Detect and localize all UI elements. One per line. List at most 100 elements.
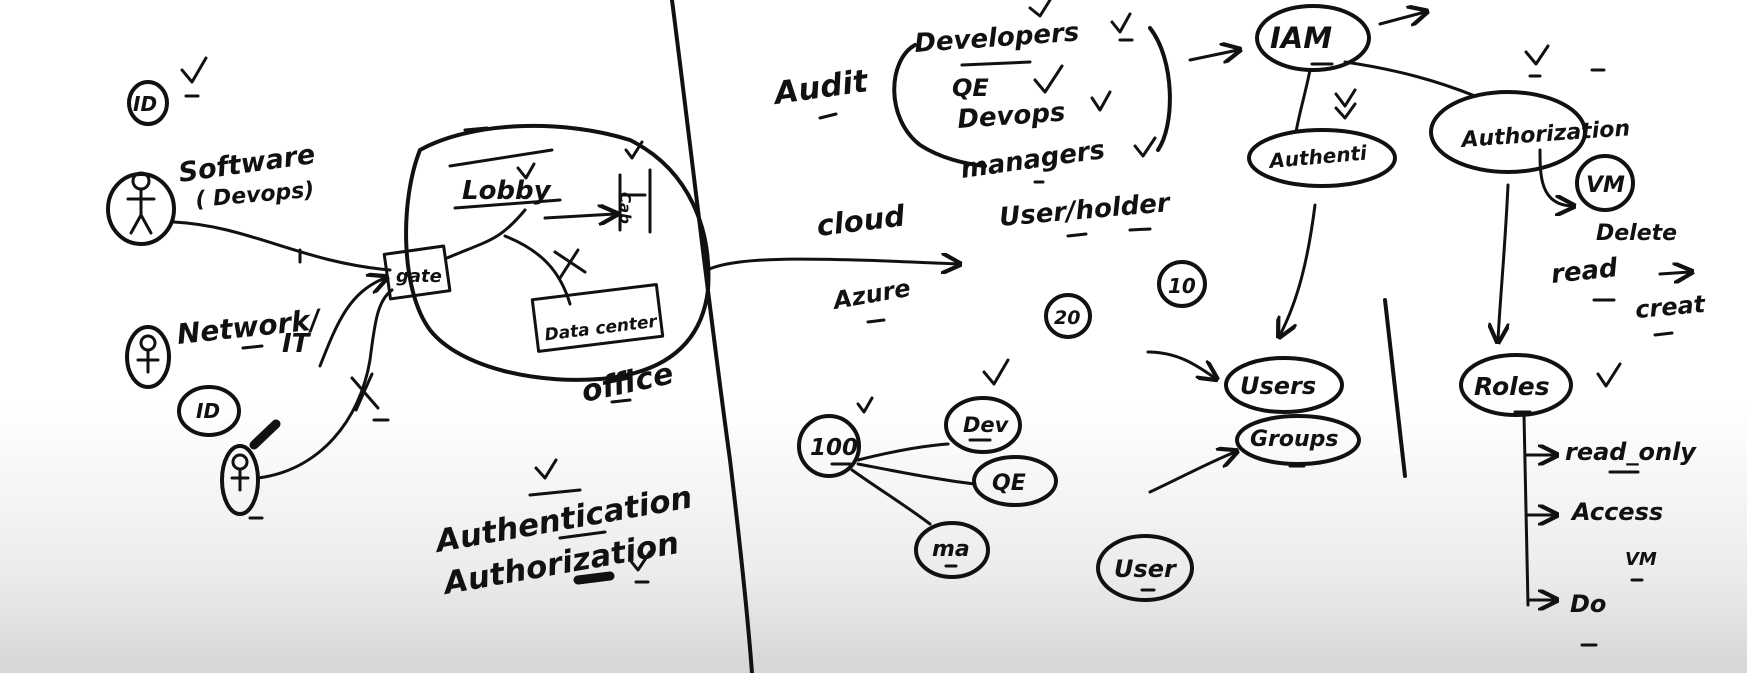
pen-stroke-mark: [249, 419, 281, 450]
iam-to-authorization-line: [1343, 60, 1477, 98]
audit-label: Audit: [769, 63, 871, 112]
authentication-bubble-label: Authenti: [1266, 140, 1369, 173]
checkmark-icon: [1596, 362, 1622, 388]
blocked-cross-mark: [350, 372, 380, 412]
into-users-arrow: [1146, 350, 1215, 378]
delete-label: Delete: [1596, 221, 1677, 246]
gate-to-lobby-line: [445, 208, 527, 260]
groups-label: Groups: [1250, 427, 1339, 452]
count-20-label: 20: [1054, 307, 1080, 329]
dash-mark: [463, 126, 489, 132]
third-person-circle: [220, 444, 260, 516]
groups-bubble: [1235, 414, 1361, 466]
dash-mark: [1653, 331, 1674, 337]
vm-bubble: [1575, 154, 1635, 212]
access-label: Access: [1570, 498, 1663, 526]
cloud-label: cloud: [815, 198, 907, 243]
managers-label: managers: [959, 135, 1107, 185]
it-label: IT: [282, 329, 312, 359]
stick-figure-icon: [126, 171, 156, 235]
read-only-label: read_only: [1565, 438, 1697, 466]
software-to-gate-line: [172, 220, 392, 272]
count-bubble-10: [1157, 260, 1207, 308]
100-to-qe-line: [856, 462, 977, 486]
checkmark-icon: [624, 140, 644, 160]
checkmark-icon: [1028, 0, 1052, 18]
gate-label: gate: [396, 266, 442, 287]
users-bubble: [1224, 356, 1344, 414]
developers-label: Developers: [913, 18, 1080, 59]
lobby-underline: [453, 198, 562, 210]
cabin-box: [618, 168, 652, 234]
office-boundary: [404, 123, 711, 382]
group-to-iam-arrow: [1188, 50, 1238, 60]
read-label: read: [1550, 253, 1620, 290]
authorization-underline: [558, 530, 607, 540]
roles-label: Roles: [1474, 372, 1550, 401]
users-label: Users: [1240, 372, 1316, 400]
dash-mark: [818, 112, 838, 120]
qe-label: QE: [952, 74, 989, 102]
checkmark-icon: [1110, 12, 1132, 34]
authorization-to-roles-arrow: [1498, 183, 1510, 340]
center-divider-line: [670, 0, 754, 673]
checkmark-icon: [1090, 90, 1112, 112]
authentication-to-users-arrow: [1280, 203, 1317, 335]
count-10-label: 10: [1168, 274, 1196, 298]
id-badge-top-label: ID: [133, 92, 157, 116]
count-bubble-20: [1044, 293, 1092, 339]
user-bubble-label: User: [1114, 555, 1178, 583]
checkmark-icon: [628, 550, 652, 572]
access-vm-label: VM: [1625, 549, 1657, 570]
checkmark-icon: [1033, 64, 1064, 94]
count-bubble-100: [797, 414, 861, 478]
dash-mark: [241, 344, 264, 350]
qe-bubble-label: QE: [992, 471, 1026, 496]
checkmark-icon: [516, 162, 536, 180]
user-bubble: [1096, 534, 1194, 602]
checkmark-icon: [982, 358, 1010, 386]
authentication-bubble: [1247, 128, 1397, 188]
vm-label: VM: [1586, 173, 1625, 198]
checkmark-icon: [1133, 136, 1157, 158]
ma-bubble: [914, 521, 990, 579]
checkmark-icon: [1334, 88, 1357, 120]
authorization-bubble-label: Authorization: [1459, 116, 1631, 153]
count-100-label: 100: [810, 435, 858, 461]
into-groups-arrow: [1148, 452, 1235, 494]
lobby-top-line: [448, 148, 554, 168]
user-holder-underline: [1066, 227, 1152, 238]
blocked-cross-mark: [553, 248, 587, 280]
create-label: creat: [1634, 290, 1708, 324]
network-person-circle: [125, 325, 171, 389]
user-holder-label: User/holder: [998, 188, 1173, 233]
read-arrow: [1658, 272, 1690, 274]
group-bracket-right: [1148, 26, 1172, 152]
authorization-bubble: [1429, 90, 1587, 174]
third-person-to-gate-line: [256, 288, 394, 480]
100-to-dev-line: [856, 442, 950, 462]
checkmark-icon: [1524, 44, 1550, 66]
pen-stroke-mark: [573, 571, 615, 585]
gate-to-datacenter-line: [503, 234, 572, 306]
iam-out-arrow: [1378, 12, 1425, 24]
dev-bubble: [944, 396, 1022, 454]
datacenter-box: [530, 283, 665, 353]
datacenter-label: Data center: [544, 312, 660, 346]
dash-mark: [1528, 68, 1606, 78]
cabin-label: Cab: [616, 192, 634, 224]
qe-bubble: [972, 455, 1058, 507]
checkmark-icon: [534, 458, 558, 480]
100-to-ma-line: [850, 468, 932, 526]
iam-label: IAM: [1270, 21, 1332, 55]
group-bracket-left: [892, 43, 987, 168]
right-divider-line: [1383, 298, 1407, 478]
id-badge-bottom-label: ID: [196, 399, 220, 423]
dash-mark: [866, 318, 886, 324]
id-badge-top: [127, 80, 169, 126]
stick-figure-icon: [230, 453, 250, 492]
stick-figure-icon: [136, 334, 160, 374]
devops-label-right: Devops: [956, 98, 1066, 135]
arrow-to-cabin: [543, 214, 615, 218]
